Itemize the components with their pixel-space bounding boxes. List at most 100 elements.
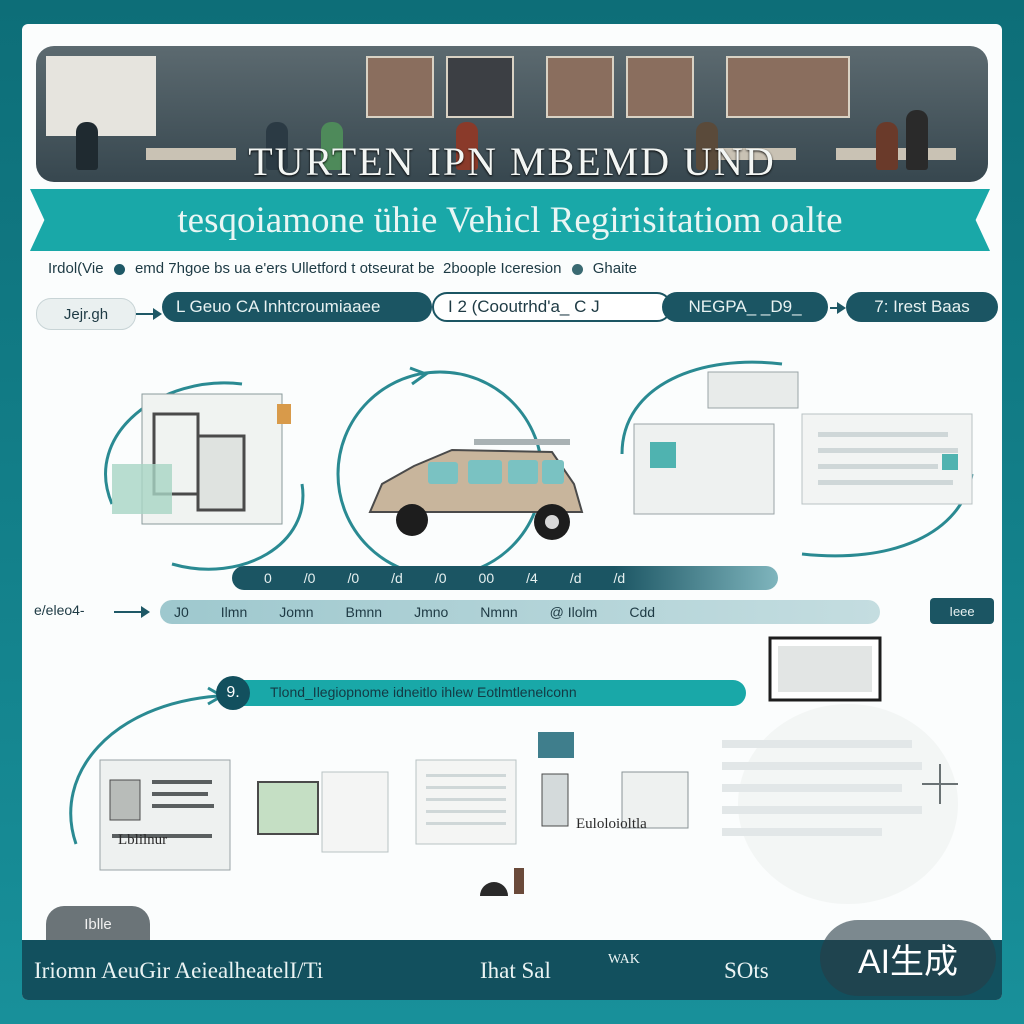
plus-icon [922,764,958,804]
window [546,56,614,118]
footer-left-text: Iriomn AeuGir AeiealheatelI/Ti [34,958,324,983]
infographic-canvas: TURTEN IPN MBEMD UND tesqoiamone ühie Ve… [22,24,1002,1000]
timeline-item: J0 [174,604,189,620]
window [726,56,850,118]
doc-sketch [707,371,799,409]
small-figure [277,404,291,424]
car-window [468,460,502,484]
timeline-item: 0 [264,570,272,586]
desk [146,148,236,160]
text-lines [112,780,214,838]
wall-panel [46,56,156,136]
subtitle-right: 2boople Iceresion [443,260,562,277]
illustration-row [104,360,974,578]
color-block [942,454,958,470]
timeline-item: Ilmn [220,604,248,620]
screen-sketch [257,781,319,835]
timeline-2-end-tag: Ieee [930,598,994,624]
step-pill-4: 7: Irest Baas [846,292,998,322]
subtitle-end: Ghaite [592,260,637,277]
doc-sketch [633,423,775,515]
timeline-item: /d [613,570,626,586]
timeline-item: Jomn [279,604,314,620]
curved-arrow [620,360,783,455]
bullet-icon [571,263,583,275]
bullet-icon [113,263,125,275]
step-pill-1: L Geuo CA Inhtcroumiaaee [162,292,432,322]
doorframe-sketch [196,434,246,512]
timeline-item: /0 [347,570,360,586]
kiosk-sketch [541,773,569,827]
window [366,56,434,118]
hubcap [545,515,559,529]
timeline-item: /d [569,570,582,586]
timeline-item: Cdd [629,604,656,620]
step-pill-2-label: I 2 (Cooutrhd'a_ C J [448,297,600,316]
timeline-item: Bmnn [345,604,383,620]
window [626,56,694,118]
timeline-bar-2: J0 Ilmn Jomn Bmnn Jmno Nmnn @ Ilolm Cdd [160,600,880,624]
footer-badge: Iblle [46,906,150,942]
curved-arrow [104,381,243,505]
step-pill-1-label: L Geuo CA Inhtcroumiaaee [176,297,381,316]
form-lines [818,432,958,485]
step-pill-4-label: 7: Irest Baas [874,297,970,316]
color-block [650,442,676,468]
monitor-screen [778,646,872,692]
lower-bar-number: 9. [216,676,250,710]
person-figure [456,122,478,170]
person-figure [876,122,898,170]
curved-arrow [69,694,219,845]
footer-right-text-2: SOts [724,958,769,983]
subtitle-line: Irdol(Vie emd 7hgoe bs ua e'ers Ulletfor… [48,260,637,277]
color-wash [112,464,172,514]
banner-title: tesqoiamone ühie Vehicl Regirisitatiom o… [177,200,843,241]
arrow-right-icon [830,302,846,314]
timeline-item: @ Ilolm [549,604,598,620]
faded-lines [722,740,922,836]
subtitle-left: Irdol(Vie [48,260,104,277]
car-window [428,462,458,484]
step-tag: Jejr.gh [36,298,136,330]
step-pill-3: NEGPA_ _D9_ [662,292,828,322]
caption-mid: Euloloioltla [576,816,647,832]
timeline-item: /0 [303,570,316,586]
curved-arrow [171,483,305,571]
timeline-2-tag: e/eleo4- [34,602,85,618]
person-figure [321,122,343,170]
lower-illustrations [69,636,958,904]
doc-sketch [321,771,389,853]
car-window [542,460,564,484]
timeline-item: /d [391,570,403,586]
doc-lines [426,774,506,825]
timeline-bar-1: 0 /0 /0 /d /0 00 /4 /d /d [232,566,778,590]
step-pill-3-label: NEGPA_ _D9_ [688,297,802,316]
timeline-item: /0 [434,570,447,586]
footer-right-text-1: WAK [608,952,640,967]
title-banner: tesqoiamone ühie Vehicl Regirisitatiom o… [30,189,990,251]
lower-bar-text: Tlond_Ilegiopnome idneitlo ihlew Eotlmtl… [270,684,577,700]
footer-mid-text: Ihat Sal [480,958,551,983]
window [446,56,514,118]
timeline-item: 00 [478,570,495,586]
hero-title: TURTEN IPN MBEMD UND [248,139,776,182]
photo-box [109,779,141,821]
faded-panel [738,704,958,904]
panel-sketch [621,771,689,829]
desk [716,148,796,160]
person-figure [696,122,718,170]
caption-left: Lblilnur [118,832,168,848]
step-tag-label: Jejr.gh [63,305,109,323]
hero-office-photo: TURTEN IPN MBEMD UND [36,46,988,182]
ai-generated-watermark: AI生成 [820,920,996,996]
person-figure [266,122,288,170]
lower-bar: 9. Tlond_Ilegiopnome idneitlo ihlew Eotl… [216,676,746,710]
person-figure [514,868,524,894]
person-figure [76,122,98,170]
person-figure [480,882,508,896]
timeline-item: Jmno [414,604,449,620]
car-window [508,460,538,484]
device-icon [538,732,574,758]
person-figure [906,110,928,170]
timeline-item: Nmnn [480,604,518,620]
